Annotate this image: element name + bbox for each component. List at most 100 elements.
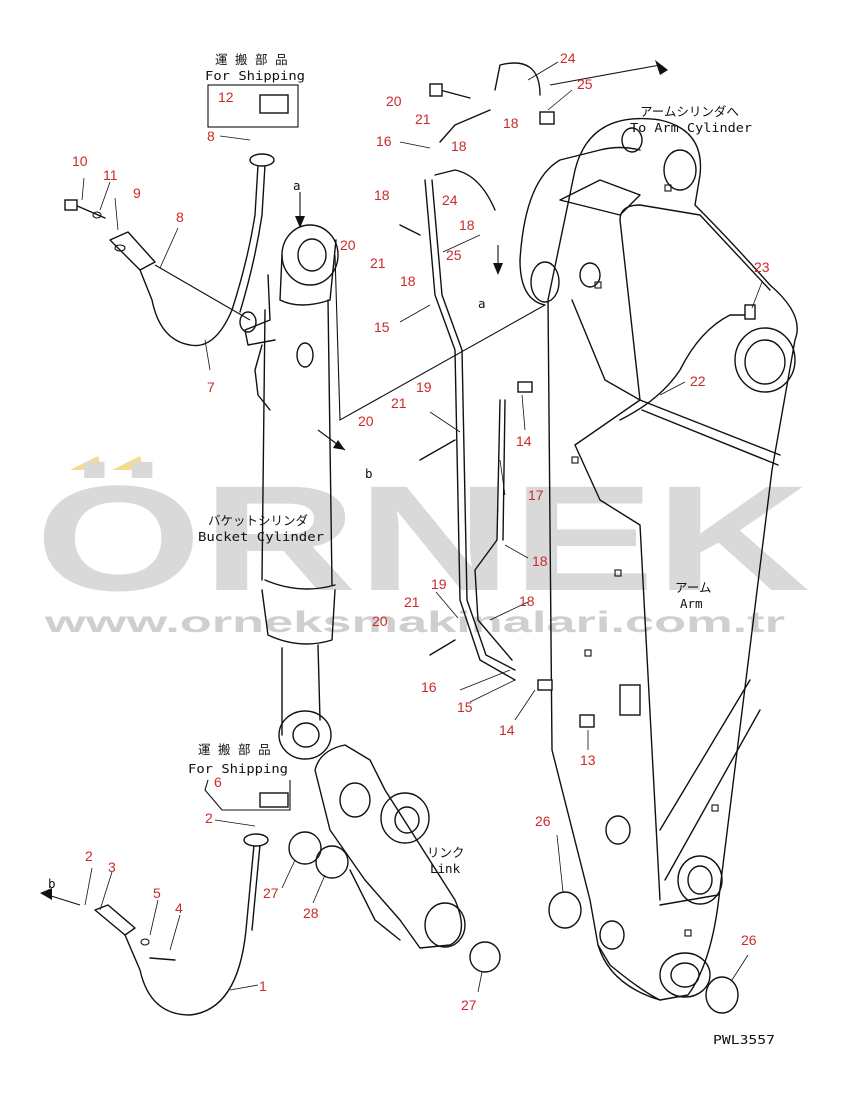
callout-26-left: 26 [535, 813, 551, 829]
tube-16 [431, 179, 516, 671]
callout-18-d: 18 [459, 217, 475, 233]
arm-boss-ring [734, 327, 796, 393]
callout-2-left: 2 [85, 848, 93, 864]
leader-19-bottom [435, 591, 459, 619]
washer-5 [140, 938, 150, 946]
arm-jp: アーム [675, 580, 711, 595]
leader-24-top [527, 61, 559, 81]
arm-drawing [519, 117, 798, 1001]
arm-bolt-3 [584, 649, 592, 657]
leader-4 [169, 914, 181, 951]
callout-26-right: 26 [741, 932, 757, 948]
arm-bottom-edge [659, 894, 719, 906]
callout-8-left: 8 [176, 209, 184, 225]
callout-21-top: 21 [415, 111, 431, 127]
hose-7 [139, 164, 259, 347]
callout-18-g: 18 [519, 593, 535, 609]
callouts: 12 8 10 11 9 8 7 20 20 21 18 16 18 18 24… [72, 50, 770, 1013]
bolt-4 [149, 957, 176, 961]
callout-20-cyl: 20 [340, 237, 356, 253]
leader-15-top [399, 304, 431, 323]
link-en: Link [430, 861, 461, 876]
hose-1-fitting [243, 833, 269, 847]
arm-tip-hole [670, 962, 700, 988]
arm-en: Arm [680, 596, 703, 611]
hose-22 [619, 314, 749, 421]
callout-18-c: 18 [374, 187, 390, 203]
arm-side-edge [574, 444, 661, 901]
sensor-25 [539, 111, 555, 125]
arm-bolt-1 [571, 456, 579, 464]
leader-16-bottom [459, 669, 511, 691]
callout-21-mid: 21 [370, 255, 386, 271]
cyl-pipe-2 [254, 344, 271, 411]
shipping-top-jp: 運 搬 部 品 [215, 52, 288, 67]
leader-7 [204, 339, 211, 371]
link-boss-3 [424, 902, 466, 948]
watermark-brand: ÖRNEK [35, 454, 810, 622]
oring-28 [315, 845, 349, 879]
ref-b-mid: b [365, 466, 373, 481]
callout-25-top: 25 [577, 76, 593, 92]
bucket-cylinder-drawing [239, 224, 546, 760]
cyl-guide-line [334, 254, 546, 421]
callout-23: 23 [754, 259, 770, 275]
arm-plug-hole [605, 815, 631, 845]
callout-18-f: 18 [532, 553, 548, 569]
oring-9 [114, 244, 126, 252]
bolt-10 [74, 204, 106, 219]
part-6 [259, 792, 289, 808]
arm-tip-boss [659, 952, 711, 998]
arm-bottom-boss [677, 855, 723, 905]
leader-26-right [731, 954, 749, 981]
callout-9: 9 [133, 185, 141, 201]
arm-bolt-6 [711, 804, 719, 812]
hoses [40, 60, 756, 1016]
arm-bolt-2 [614, 569, 622, 577]
arm-boss-inner [744, 339, 786, 385]
flange-3 [94, 904, 136, 936]
bolt-20-lower [419, 439, 456, 461]
cyl-gland [261, 589, 336, 645]
arm-boss-a [530, 261, 560, 303]
leader-27-left [281, 859, 296, 889]
arm-top-pin-hole [621, 127, 643, 153]
shipping-bottom-jp: 運 搬 部 品 [198, 742, 271, 757]
callout-27-left: 27 [263, 885, 279, 901]
ref-a-top: a [293, 178, 301, 193]
leader-22 [659, 381, 686, 396]
b-left-leader [47, 894, 81, 906]
connector-block [619, 684, 641, 716]
flange-9 [109, 231, 156, 271]
callout-20-bottom: 20 [372, 613, 388, 629]
leader-2-left [84, 867, 93, 906]
arm-bolt-7 [684, 929, 692, 937]
part-12 [259, 94, 289, 114]
callout-8-top: 8 [207, 128, 215, 144]
cyl-top-eye-hole [297, 238, 327, 272]
shipping-box-top [207, 84, 299, 128]
bucket-cyl-jp: バケットシリンダ [208, 513, 308, 528]
leader-27-right [477, 971, 483, 993]
callout-4: 4 [175, 900, 183, 916]
leader-16-top [399, 141, 431, 149]
callout-19-top: 19 [416, 379, 432, 395]
tube-17b [502, 399, 506, 541]
callout-16-top: 16 [376, 133, 392, 149]
callout-6: 6 [214, 774, 222, 790]
callout-24-top: 24 [560, 50, 576, 66]
callout-18-top: 18 [503, 115, 519, 131]
plug-26-left [548, 891, 582, 929]
bolt-10-head [64, 199, 78, 211]
arm-bracket [559, 179, 641, 216]
arm-cyl-jp: アームシリンダへ [640, 104, 739, 119]
arm-bolt-4 [664, 184, 672, 192]
callout-20-top: 20 [386, 93, 402, 109]
leader-8-left [159, 227, 179, 269]
link-boss-hole [394, 806, 420, 834]
plug-26-right [705, 976, 739, 1014]
callout-3: 3 [108, 859, 116, 875]
arm-lower-hole [599, 920, 625, 950]
cyl-tube-bottom [264, 579, 336, 590]
watermark-url: www.orneksmakinalari.com.tr [43, 606, 785, 639]
